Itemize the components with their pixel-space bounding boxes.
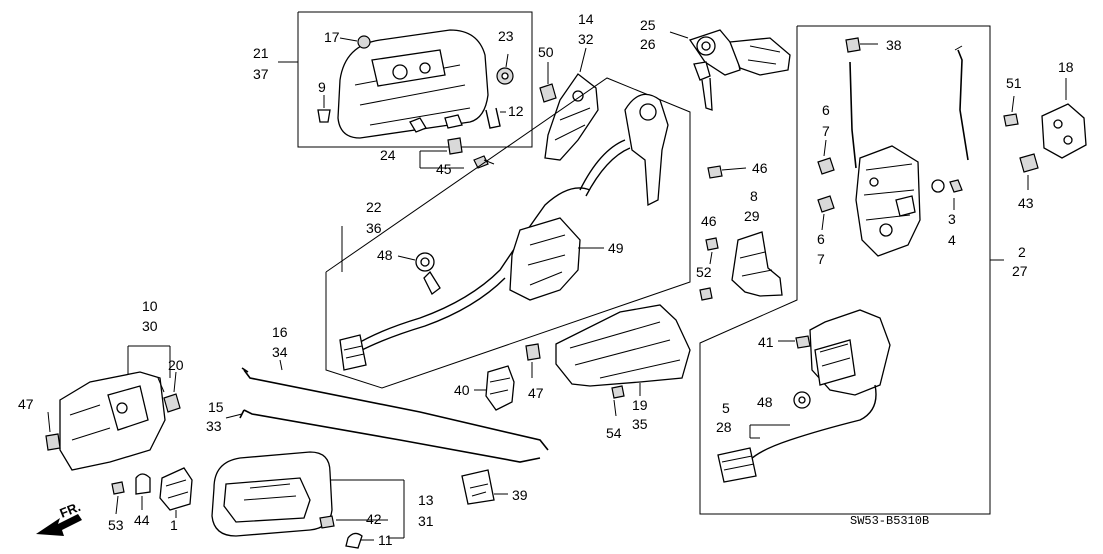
callout-5: 5 bbox=[722, 400, 730, 416]
handle-case-parts bbox=[474, 304, 691, 411]
front-direction-indicator: FR. bbox=[36, 499, 83, 536]
outer-handle-group bbox=[278, 11, 533, 169]
callout-6-top: 6 bbox=[822, 102, 830, 118]
callout-27: 27 bbox=[1012, 263, 1028, 279]
callout-8: 8 bbox=[750, 188, 758, 204]
callout-50: 50 bbox=[538, 44, 554, 60]
callout-52: 52 bbox=[696, 264, 712, 280]
callout-16: 16 bbox=[272, 324, 288, 340]
callout-17: 17 bbox=[324, 29, 340, 45]
inner-handle-group bbox=[45, 345, 181, 471]
latch-assembly-group bbox=[699, 25, 1004, 515]
callout-21: 21 bbox=[253, 45, 269, 61]
callout-15: 15 bbox=[208, 399, 224, 415]
key-cylinder bbox=[669, 29, 791, 111]
bottom-parts bbox=[111, 451, 495, 549]
callout-45: 45 bbox=[436, 161, 452, 177]
callout-35: 35 bbox=[632, 416, 648, 432]
callout-22: 22 bbox=[366, 199, 382, 215]
callout-36: 36 bbox=[366, 220, 382, 236]
callout-34: 34 bbox=[272, 344, 288, 360]
callout-7-top: 7 bbox=[822, 123, 830, 139]
callout-49: 49 bbox=[608, 240, 624, 256]
callout-30: 30 bbox=[142, 318, 158, 334]
callout-41: 41 bbox=[758, 334, 774, 350]
callout-12: 12 bbox=[508, 103, 524, 119]
callout-19: 19 bbox=[632, 397, 648, 413]
callout-24: 24 bbox=[380, 147, 396, 163]
callout-38: 38 bbox=[886, 37, 902, 53]
inner-cable-group bbox=[325, 77, 691, 389]
latch-parts-50-14 bbox=[539, 47, 599, 161]
callout-labels: 17 23 21 37 9 12 24 45 50 14 32 25 26 46… bbox=[18, 11, 1074, 548]
callout-46-mid: 46 bbox=[701, 213, 717, 229]
callout-47-left: 47 bbox=[18, 396, 34, 412]
callout-51: 51 bbox=[1006, 75, 1022, 91]
callout-11: 11 bbox=[378, 532, 393, 548]
callout-44: 44 bbox=[134, 512, 150, 528]
callout-28: 28 bbox=[716, 419, 732, 435]
callout-leaders bbox=[47, 139, 955, 541]
callout-4: 4 bbox=[948, 232, 956, 248]
callout-32: 32 bbox=[578, 31, 594, 47]
callout-46-top: 46 bbox=[752, 160, 768, 176]
callout-26: 26 bbox=[640, 36, 656, 52]
callout-40: 40 bbox=[454, 382, 470, 398]
callout-33: 33 bbox=[206, 418, 222, 434]
callout-25: 25 bbox=[640, 17, 656, 33]
front-direction-label: FR. bbox=[58, 499, 83, 521]
callout-3: 3 bbox=[948, 211, 956, 227]
callout-31: 31 bbox=[418, 513, 434, 529]
callout-9: 9 bbox=[318, 79, 326, 95]
callout-54: 54 bbox=[606, 425, 622, 441]
callout-37: 37 bbox=[253, 66, 269, 82]
callout-14: 14 bbox=[578, 11, 594, 27]
diagram-code: SW53-B5310B bbox=[850, 514, 929, 528]
front-arrow-icon bbox=[36, 514, 82, 536]
callout-6-bottom: 6 bbox=[817, 231, 825, 247]
callout-18: 18 bbox=[1058, 59, 1074, 75]
callout-13: 13 bbox=[418, 492, 434, 508]
callout-47-mid: 47 bbox=[528, 385, 544, 401]
callout-42: 42 bbox=[366, 511, 382, 527]
callout-29: 29 bbox=[744, 208, 760, 224]
callout-48-left: 48 bbox=[377, 247, 393, 263]
striker-parts bbox=[1003, 78, 1087, 190]
callout-48-right: 48 bbox=[757, 394, 773, 410]
lock-rods bbox=[225, 359, 549, 463]
callout-20: 20 bbox=[168, 357, 184, 373]
callout-23: 23 bbox=[498, 28, 514, 44]
callout-53: 53 bbox=[108, 517, 124, 533]
callout-43: 43 bbox=[1018, 195, 1034, 211]
callout-7-bottom: 7 bbox=[817, 251, 825, 267]
callout-39: 39 bbox=[512, 487, 528, 503]
bracket-8-29 bbox=[699, 165, 783, 301]
callout-2: 2 bbox=[1018, 244, 1026, 260]
callout-10: 10 bbox=[142, 298, 158, 314]
callout-1: 1 bbox=[170, 517, 178, 533]
